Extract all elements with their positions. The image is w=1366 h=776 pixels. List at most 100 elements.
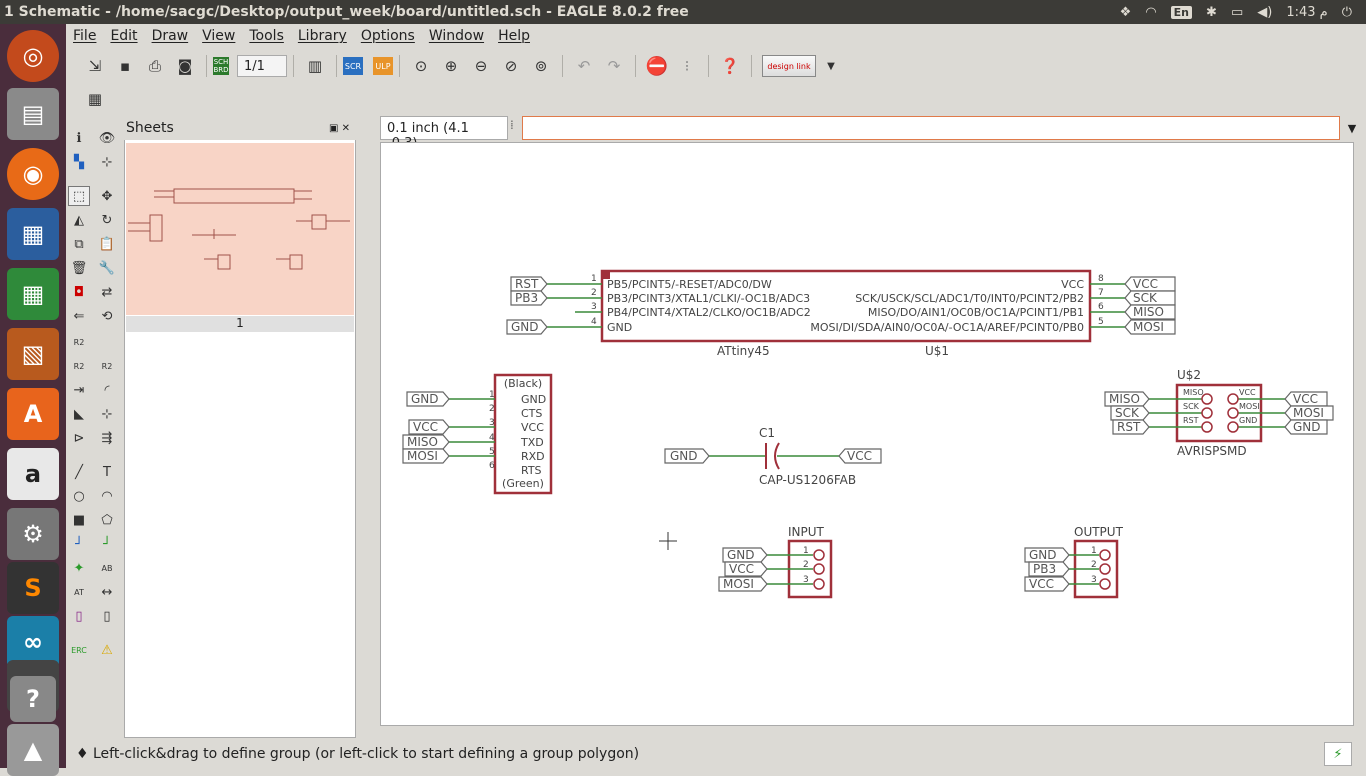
group-icon[interactable]: ⬚ bbox=[68, 186, 90, 206]
sheet-label[interactable]: 1 bbox=[126, 316, 354, 332]
rect-icon[interactable]: ■ bbox=[72, 512, 86, 528]
capacitor-symbol[interactable]: C1 CAP-US1206FAB GND VCC bbox=[664, 426, 882, 487]
show-icon[interactable]: 👁 bbox=[98, 130, 116, 146]
save-icon[interactable]: ▪ bbox=[119, 57, 131, 75]
ubuntu-dash-icon[interactable]: ◎ bbox=[7, 30, 59, 82]
pin-swap-icon[interactable]: ⊹ bbox=[101, 406, 113, 422]
undo-icon[interactable]: ↶ bbox=[577, 57, 591, 75]
mirror-icon[interactable]: ◭ bbox=[74, 212, 84, 228]
script-icon[interactable]: SCR bbox=[343, 57, 363, 75]
chevron-down-icon[interactable]: ▼ bbox=[827, 60, 835, 72]
name-icon[interactable]: R2 bbox=[73, 337, 85, 347]
writer-icon[interactable]: ▦ bbox=[7, 208, 59, 260]
add-icon[interactable]: ◘ bbox=[73, 284, 85, 300]
optimize-icon[interactable]: ◣ bbox=[74, 406, 84, 422]
invoke-icon[interactable]: ⇐ bbox=[73, 308, 85, 324]
arc-icon[interactable]: ◠ bbox=[101, 488, 113, 504]
stop-icon[interactable]: ⛔ bbox=[645, 55, 669, 77]
sublime-icon[interactable]: S bbox=[7, 562, 59, 614]
paste-icon[interactable]: 📋 bbox=[98, 236, 116, 252]
dropbox-icon[interactable]: ❖ bbox=[1119, 4, 1132, 20]
display-icon[interactable]: ▚ bbox=[74, 154, 84, 170]
junction-icon[interactable]: ✦ bbox=[73, 560, 85, 576]
menu-window[interactable]: Window bbox=[428, 28, 485, 44]
sheet-select[interactable]: 1/1 bbox=[237, 55, 287, 77]
menu-help[interactable]: Help bbox=[498, 28, 530, 44]
bluetooth-icon[interactable]: ✱ bbox=[1206, 4, 1217, 20]
circle-icon[interactable]: ○ bbox=[73, 488, 85, 504]
attribute-icon[interactable]: AT bbox=[74, 587, 84, 597]
frame-icon[interactable]: ▯ bbox=[75, 608, 83, 624]
bus-icon[interactable]: ⇶ bbox=[101, 430, 113, 446]
warning-icon[interactable]: ⚠ bbox=[101, 642, 113, 658]
wrench-icon[interactable]: 🔧 bbox=[98, 260, 116, 276]
module-icon[interactable]: ▯ bbox=[103, 608, 111, 624]
menu-options[interactable]: Options bbox=[360, 28, 415, 44]
polygon-icon[interactable]: ⬠ bbox=[101, 512, 113, 528]
files-icon[interactable]: ▤ bbox=[7, 88, 59, 140]
command-input[interactable] bbox=[522, 116, 1340, 140]
rotate-icon[interactable]: ↻ bbox=[101, 212, 113, 228]
split-icon[interactable]: ⇥ bbox=[73, 382, 85, 398]
isp-header-symbol[interactable]: MISO SCK RST VCC MOSI GND U$2 AVRISPSMD … bbox=[1104, 368, 1334, 458]
smash-icon[interactable]: R2 bbox=[101, 361, 113, 371]
text-icon[interactable]: T bbox=[103, 464, 111, 480]
layer-icon[interactable]: ▥ bbox=[307, 57, 323, 75]
impress-icon[interactable]: ▧ bbox=[7, 328, 59, 380]
input-header-symbol[interactable]: INPUT 1 2 3 GND VCC MOSI bbox=[718, 525, 833, 599]
ftdi-header-symbol[interactable]: (Black) (Green) GND CTS VCC TXD RXD RTS … bbox=[402, 373, 553, 495]
zoom-select-icon[interactable]: ⊚ bbox=[534, 57, 548, 75]
move-icon[interactable]: ✥ bbox=[101, 188, 113, 204]
sheets-scrollbar[interactable] bbox=[361, 144, 373, 738]
grid-icon[interactable]: ▦ bbox=[87, 90, 103, 108]
menu-library[interactable]: Library bbox=[297, 28, 347, 44]
label-icon[interactable]: AB bbox=[101, 563, 113, 573]
menu-view[interactable]: View bbox=[202, 28, 236, 44]
miter-icon[interactable]: ◜ bbox=[104, 382, 110, 398]
canvas-vertical-scrollbar[interactable] bbox=[1354, 142, 1364, 726]
power-icon[interactable]: ⏻ bbox=[1341, 4, 1352, 20]
design-link-button[interactable]: design link bbox=[762, 55, 816, 77]
help-icon[interactable]: ? bbox=[10, 676, 56, 722]
panel-float-icon[interactable]: ▣ ✕ bbox=[328, 122, 350, 134]
zoom-fit-icon[interactable]: ⊙ bbox=[414, 57, 428, 75]
redo-icon[interactable]: ↷ bbox=[607, 57, 621, 75]
attiny45-symbol[interactable]: PB5/PCINT5/-RESET/ADC0/DW PB3/PCINT3/XTA… bbox=[506, 269, 1176, 358]
gate-swap-icon[interactable]: ⟲ bbox=[101, 308, 113, 324]
menu-tools[interactable]: Tools bbox=[249, 28, 284, 44]
line-icon[interactable]: ╱ bbox=[75, 464, 83, 480]
erc-icon[interactable]: ERC bbox=[71, 645, 87, 655]
copy-icon[interactable]: ⧉ bbox=[74, 236, 84, 252]
info-icon[interactable]: ℹ bbox=[76, 130, 82, 146]
zoom-in-icon[interactable]: ⊕ bbox=[444, 57, 458, 75]
lightning-icon[interactable]: ⚡ bbox=[1324, 742, 1352, 766]
amazon-icon[interactable]: a bbox=[7, 448, 59, 500]
value-icon[interactable]: R2 bbox=[73, 361, 85, 371]
eagle-icon[interactable]: ▲ bbox=[7, 724, 59, 776]
replace-icon[interactable]: ⇄ bbox=[101, 284, 113, 300]
sheet-thumbnail[interactable] bbox=[126, 143, 354, 315]
battery-icon[interactable]: ▭ bbox=[1230, 4, 1244, 20]
canvas-horizontal-scrollbar[interactable] bbox=[380, 728, 1354, 738]
settings-icon[interactable]: ⚙ bbox=[7, 508, 59, 560]
print-icon[interactable]: ⎙ bbox=[148, 57, 161, 75]
menu-edit[interactable]: Edit bbox=[110, 28, 138, 44]
menu-draw[interactable]: Draw bbox=[151, 28, 189, 44]
open-icon[interactable]: ⇲ bbox=[88, 57, 102, 75]
ulp-icon[interactable]: ULP bbox=[373, 57, 393, 75]
mark-icon[interactable]: ⊹ bbox=[101, 154, 113, 170]
menu-file[interactable]: File bbox=[73, 28, 97, 44]
slice-icon[interactable]: ⊳ bbox=[73, 430, 85, 446]
help-icon[interactable]: ❓ bbox=[720, 57, 740, 75]
clock[interactable]: 1:43 م bbox=[1286, 4, 1328, 20]
chevron-down-icon[interactable]: ▼ bbox=[1347, 121, 1357, 135]
delete-icon[interactable]: 🗑 bbox=[70, 260, 88, 276]
go-icon[interactable]: ⁝ bbox=[684, 57, 690, 75]
bus-draw-icon[interactable]: ┘ bbox=[75, 536, 83, 552]
arduino-icon[interactable]: ∞ bbox=[7, 616, 59, 668]
volume-icon[interactable]: ◀) bbox=[1257, 4, 1273, 20]
zoom-redraw-icon[interactable]: ⊘ bbox=[504, 57, 518, 75]
firefox-icon[interactable]: ◉ bbox=[7, 148, 59, 200]
software-center-icon[interactable]: A bbox=[7, 388, 59, 440]
calc-icon[interactable]: ▦ bbox=[7, 268, 59, 320]
